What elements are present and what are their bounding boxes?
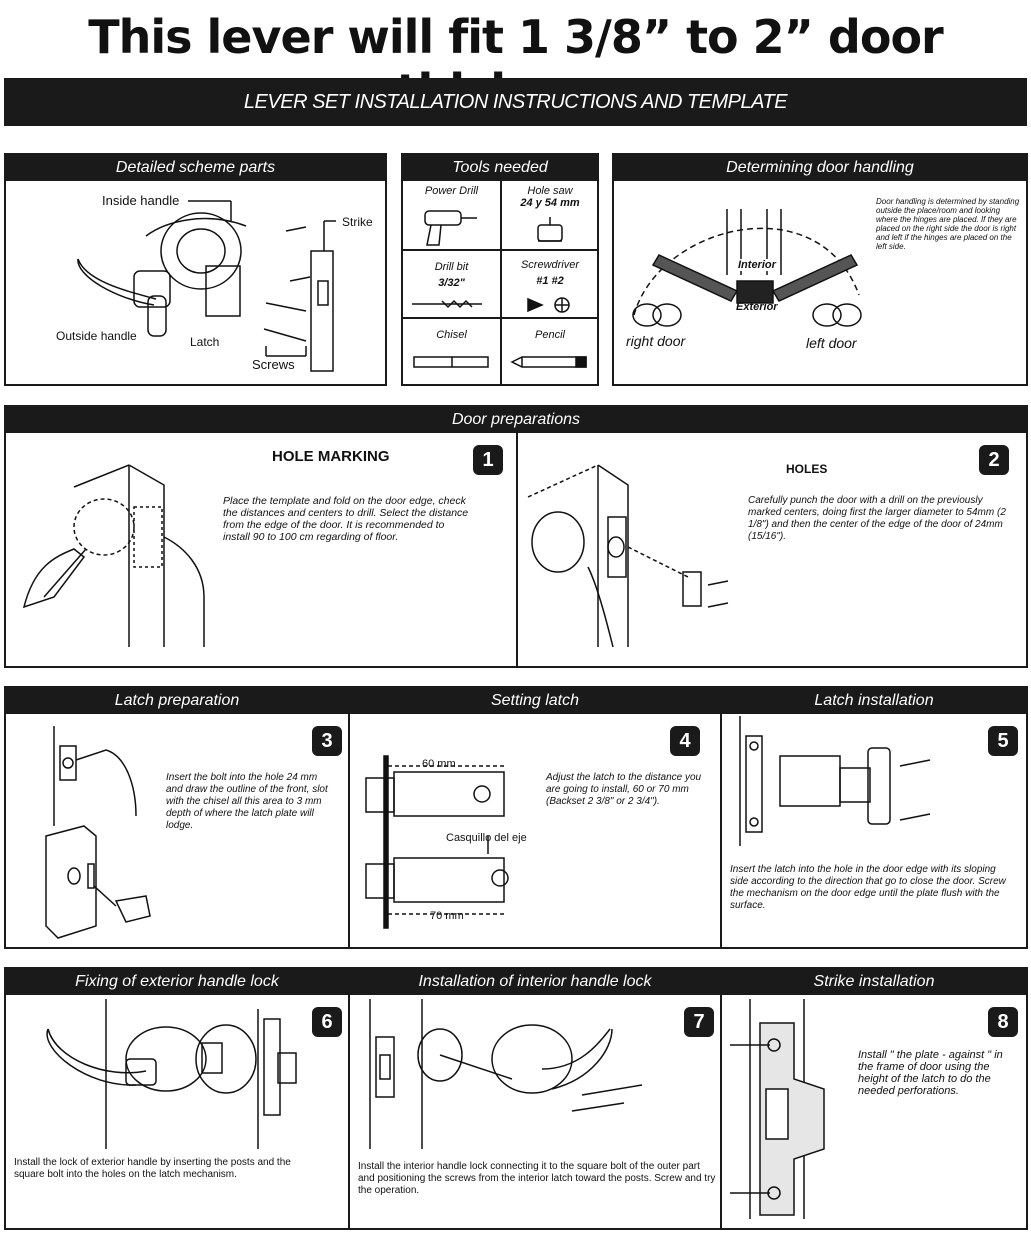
instructions-banner: LEVER SET INSTALLATION INSTRUCTIONS AND …	[4, 78, 1027, 126]
chisel-icon	[413, 356, 489, 368]
step-1-badge: 1	[473, 445, 503, 475]
tool-chisel: Chisel	[403, 329, 500, 368]
hole-marking-title: HOLE MARKING	[272, 448, 390, 465]
strike-label: Strike	[342, 215, 373, 229]
step-2-badge: 2	[979, 445, 1009, 475]
tool-pencil: Pencil	[502, 329, 598, 368]
step-8-text: Install " the plate - against " in the f…	[858, 1049, 1003, 1097]
door-prep-heading: Door preparations	[6, 407, 1026, 433]
handling-note: Door handling is determined by standing …	[876, 197, 1020, 251]
tools-heading: Tools needed	[403, 155, 597, 181]
dim-60mm-label: 60 mm	[422, 758, 456, 770]
setting-latch-heading: Setting latch	[350, 688, 720, 714]
tool-power-drill: Power Drill	[403, 185, 500, 246]
left-door-label: left door	[806, 335, 857, 351]
step-6-badge: 6	[312, 1007, 342, 1037]
final-row-panel: Fixing of exterior handle lock Installat…	[4, 967, 1028, 1230]
holes-illustration	[527, 464, 729, 648]
right-door-label: right door	[626, 333, 686, 349]
scheme-heading: Detailed scheme parts	[6, 155, 385, 181]
outside-handle-label: Outside handle	[56, 329, 137, 343]
step-5-text: Insert the latch into the hole in the do…	[730, 864, 1006, 911]
holes-title: HOLES	[786, 462, 828, 476]
tool-hole-saw: Hole saw 24 y 54 mm	[502, 185, 598, 242]
inside-handle-label: Inside handle	[102, 193, 180, 208]
step-4-badge: 4	[670, 726, 700, 756]
latch-prep-illustration	[45, 726, 151, 939]
step-3-badge: 3	[312, 726, 342, 756]
power-drill-icon	[424, 210, 477, 246]
door-prep-panel: Door preparations HOLE MARKING 1 Place t…	[4, 405, 1028, 668]
strike-install-illustration	[730, 999, 825, 1219]
latch-prep-heading: Latch preparation	[6, 688, 348, 714]
step-5-badge: 5	[988, 726, 1018, 756]
step-6-text: Install the lock of exterior handle by i…	[14, 1157, 291, 1180]
screws-label: Screws	[252, 357, 295, 372]
hole-marking-illustration	[22, 464, 205, 647]
dim-70mm-label: 70 mm	[430, 910, 464, 922]
step-8-badge: 8	[988, 1007, 1018, 1037]
exterior-handle-illustration	[46, 999, 297, 1149]
hole-saw-icon	[537, 217, 563, 242]
latch-install-heading: Latch installation	[722, 688, 1026, 714]
latch-row-panel: Latch preparation Setting latch Latch in…	[4, 686, 1028, 949]
interior-handle-illustration	[369, 999, 643, 1149]
interior-label: Interior	[738, 259, 776, 271]
screwdriver-icon	[527, 297, 570, 313]
tools-panel: Tools needed Power Drill Hole saw 24 y 5…	[401, 153, 599, 386]
handling-heading: Determining door handling	[614, 155, 1026, 181]
pencil-icon	[510, 356, 587, 368]
drill-bit-icon	[412, 299, 482, 309]
tool-drill-bit: Drill bit 3/32"	[403, 261, 500, 309]
step-1-text: Place the template and fold on the door …	[223, 495, 469, 543]
interior-handle-heading: Installation of interior handle lock	[350, 969, 720, 995]
setting-latch-illustration	[365, 755, 509, 929]
step-7-badge: 7	[684, 1007, 714, 1037]
lever-set-illustration	[77, 200, 336, 372]
door-handling-diagram	[632, 209, 862, 327]
step-2-text: Carefully punch the door with a drill on…	[748, 495, 1006, 542]
scheme-panel: Detailed scheme parts Inside handle Stri…	[4, 153, 387, 386]
exterior-label: Exterior	[736, 301, 778, 313]
handling-panel: Determining door handling Door handling …	[612, 153, 1028, 386]
step-3-text: Insert the bolt into the hole 24 mm and …	[166, 772, 328, 831]
strike-install-heading: Strike installation	[722, 969, 1026, 995]
step-7-text: Install the interior handle lock connect…	[358, 1161, 716, 1196]
exterior-handle-heading: Fixing of exterior handle lock	[6, 969, 348, 995]
latch-label: Latch	[190, 335, 220, 349]
tool-screwdriver: Screwdriver #1 #2	[502, 259, 598, 313]
casquillo-label: Casquillo del eje	[446, 832, 527, 844]
latch-install-illustration	[739, 716, 931, 846]
step-4-text: Adjust the latch to the distance you are…	[546, 772, 702, 807]
